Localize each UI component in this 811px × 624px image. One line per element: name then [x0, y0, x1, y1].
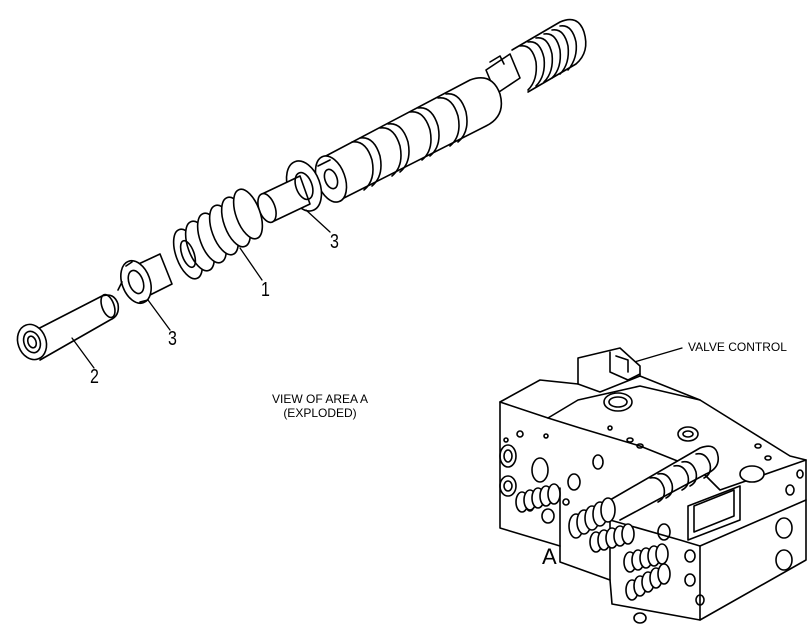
callout-spring: 1	[261, 279, 270, 301]
valve-control-label: VALVE CONTROL	[688, 340, 787, 354]
callout-tube: 2	[90, 366, 99, 388]
area-a-label: A	[542, 544, 557, 569]
callout-retainer-right: 3	[330, 231, 339, 253]
tube	[16, 293, 120, 361]
retainer-left	[117, 253, 173, 305]
spring	[172, 188, 264, 280]
view-title-line1: VIEW OF AREA A	[271, 392, 369, 406]
view-title-line2: (EXPLODED)	[283, 406, 357, 420]
view-title: VIEW OF AREA A (EXPLODED)	[250, 392, 390, 420]
valve-spool	[314, 18, 587, 203]
valve-control-block	[499, 347, 807, 624]
callout-retainer-left: 3	[168, 328, 177, 350]
